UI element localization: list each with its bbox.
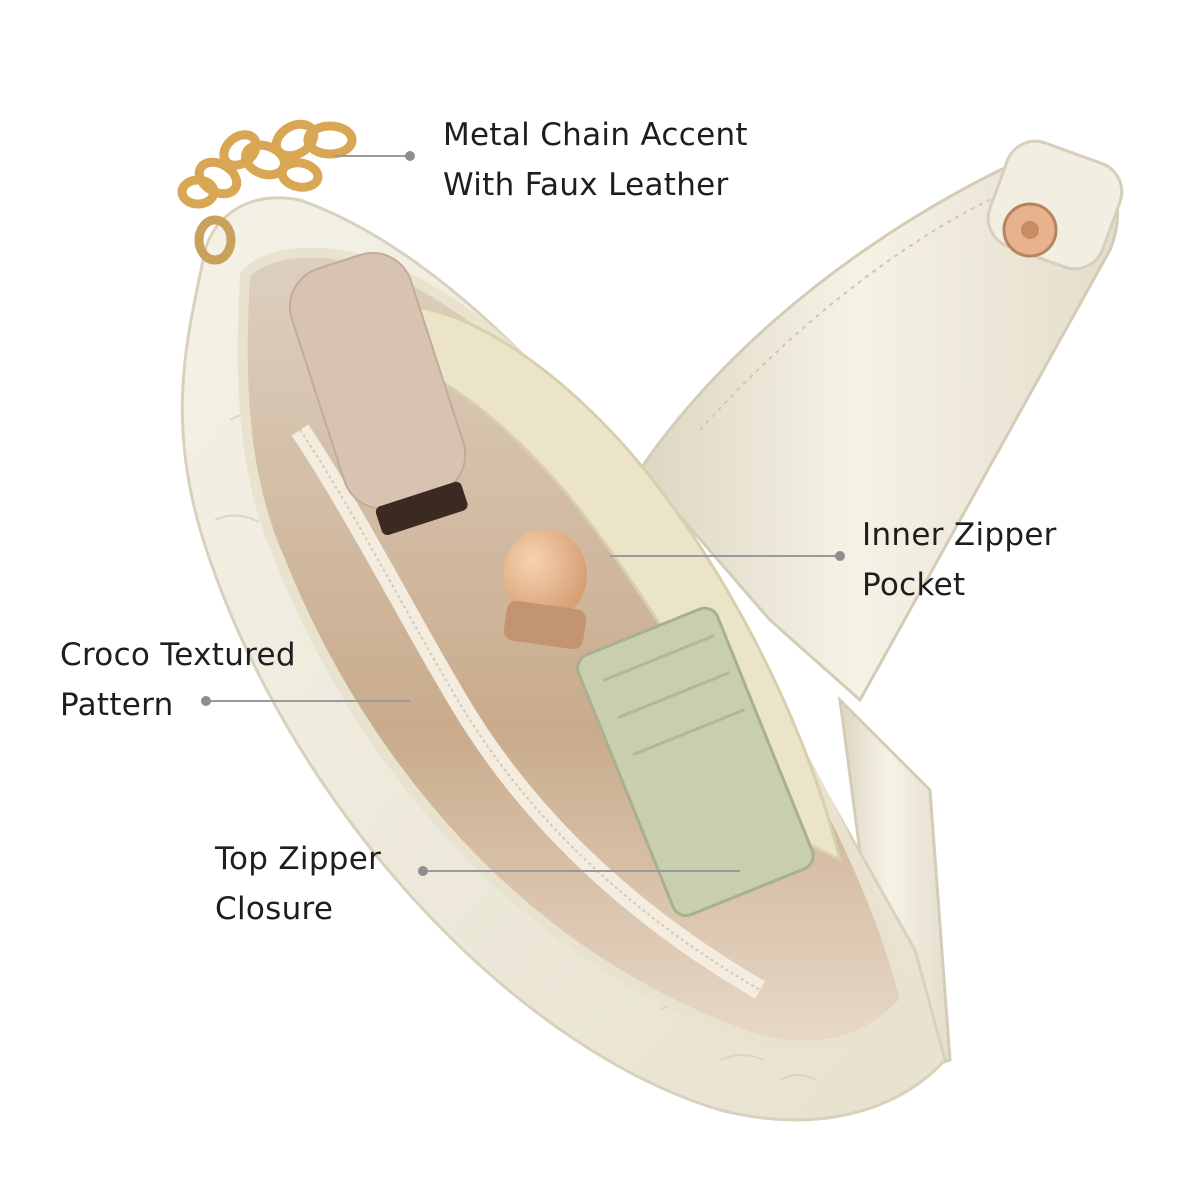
callout-line: Closure bbox=[215, 891, 334, 927]
callout-inner-pocket: Inner Zipper Pocket bbox=[862, 510, 1057, 610]
callout-chain-accent: Metal Chain Accent With Faux Leather bbox=[443, 110, 748, 210]
callout-top-zipper: Top Zipper Closure bbox=[215, 834, 381, 934]
callout-line: Metal Chain Accent bbox=[443, 117, 748, 153]
callout-line: Inner Zipper bbox=[862, 517, 1057, 553]
cosmetic-tube bbox=[288, 251, 468, 536]
callout-line: With Faux Leather bbox=[443, 167, 729, 203]
callout-leaders bbox=[201, 151, 845, 876]
callout-line: Pattern bbox=[60, 687, 174, 723]
callout-line: Pocket bbox=[862, 567, 966, 603]
gold-chain bbox=[177, 119, 357, 265]
lipstick-cap bbox=[503, 529, 587, 621]
callout-line: Croco Textured bbox=[60, 637, 296, 673]
wallet bbox=[576, 606, 815, 918]
bag-interior bbox=[237, 247, 911, 1051]
callout-croco-pattern: Croco Textured Pattern bbox=[60, 630, 296, 730]
callout-line: Top Zipper bbox=[215, 841, 382, 877]
